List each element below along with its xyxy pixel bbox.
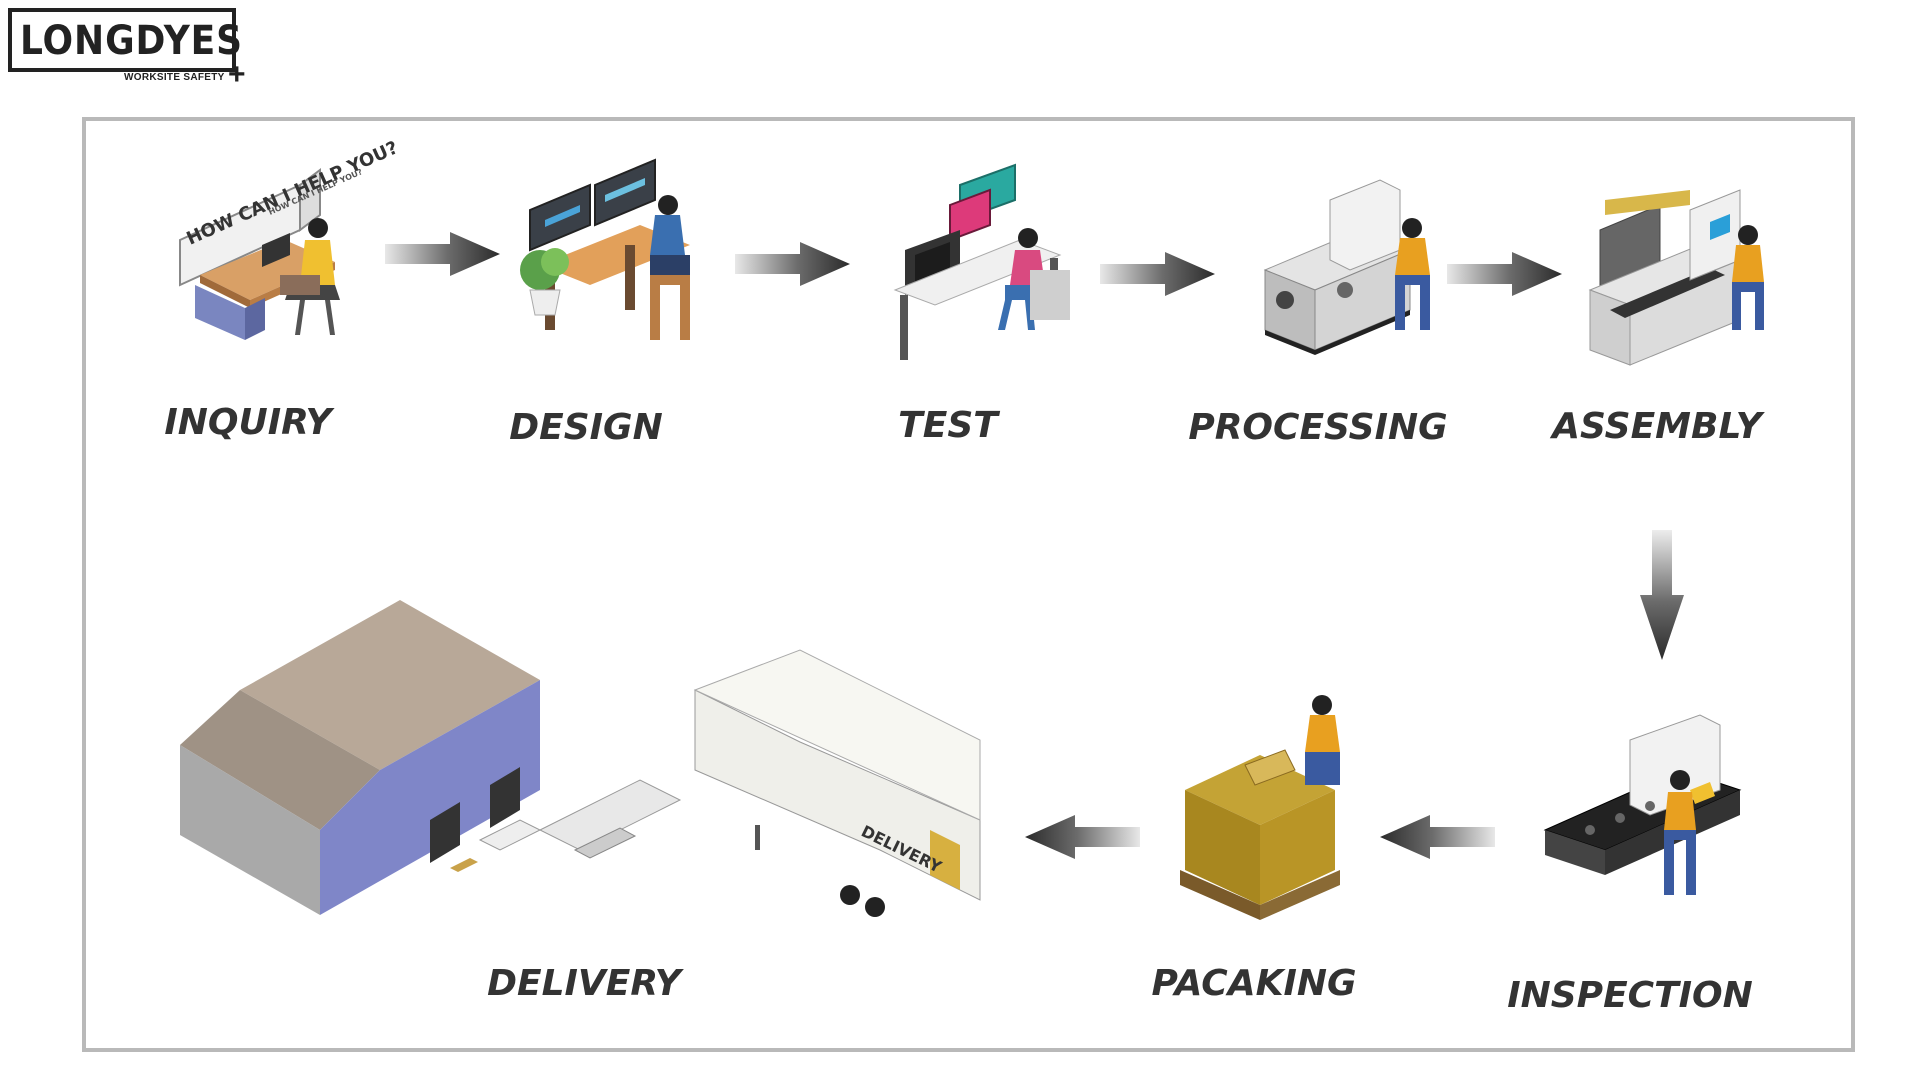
step-label-test: TEST <box>898 405 998 446</box>
process-frame <box>82 117 1855 1052</box>
arrow-down-icon <box>1640 530 1684 660</box>
logo: LONGDYES WORKSITE SAFETY + <box>8 8 248 90</box>
step-label-inspection: INSPECTION <box>1507 975 1753 1016</box>
processing-illustration <box>1263 179 1430 355</box>
logo-wordmark: LONGDYES <box>20 18 243 64</box>
step-label-packaging: PACAKING <box>1151 963 1357 1004</box>
design-illustration <box>520 158 690 340</box>
inquiry-illustration: HOW CAN I HELP YOU? HOW CAN I HELP YOU? <box>179 137 401 340</box>
logo-frame <box>8 8 236 72</box>
arrow-right-icon <box>385 232 500 276</box>
step-label-processing: PROCESSING <box>1188 407 1448 448</box>
step-label-assembly: ASSEMBLY <box>1552 406 1762 447</box>
arrow-left-icon <box>1380 815 1495 859</box>
arrow-right-icon <box>1447 252 1562 296</box>
test-illustration <box>893 163 1070 360</box>
step-label-design: DESIGN <box>509 407 663 448</box>
step-label-delivery: DELIVERY <box>487 963 681 1004</box>
arrow-left-icon <box>1025 815 1140 859</box>
arrow-right-icon <box>735 242 850 286</box>
inspection-illustration <box>1543 714 1742 895</box>
step-label-inquiry: INQUIRY <box>164 402 332 443</box>
logo-tagline: WORKSITE SAFETY <box>124 72 225 83</box>
packaging-illustration <box>1180 695 1340 920</box>
delivery-illustration: DELIVERY <box>180 600 981 917</box>
arrow-right-icon <box>1100 252 1215 296</box>
assembly-illustration <box>1588 189 1764 366</box>
logo-plus-icon: + <box>228 58 246 91</box>
